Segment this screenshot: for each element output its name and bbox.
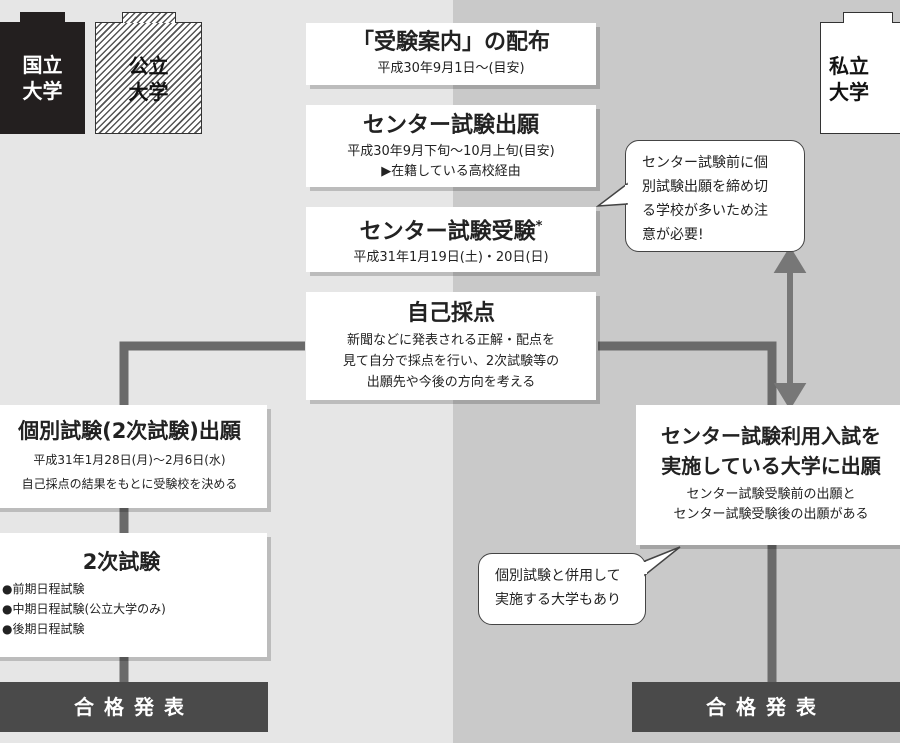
step-guide-distribution: 「受験案内」の配布 平成30年9月1日〜(目安) [306, 23, 596, 85]
step-self-scoring: 自己採点 新聞などに発表される正解・配点を 見て自分で採点を行い、2次試験等の … [306, 292, 596, 400]
result-announcement-right: 合格発表 [632, 682, 900, 732]
step-center-exam: センター試験受験* 平成31年1月19日(土)・20日(日) [306, 207, 596, 272]
double-arrow-head-down [773, 383, 807, 410]
step-second-exam: 2次試験 ●前期日程試験 ●中期日程試験(公立大学のみ) ●後期日程試験 [0, 533, 267, 657]
connector-left [119, 341, 305, 405]
connector-right [598, 341, 777, 405]
step-individual-apply: 個別試験(2次試験)出願 平成31年1月28日(月)〜2月6日(水) 自己採点の… [0, 405, 267, 508]
note-bubble-top: センター試験前に個 別試験出願を締め切 る学校が多いため注 意が必要! [625, 140, 805, 252]
note-bubble-bottom-tail [644, 546, 681, 577]
double-arrow-head-up [773, 246, 807, 273]
national-university-tag: 国立 大学 [0, 12, 85, 134]
private-university-tag: 私立 大学 [820, 12, 900, 134]
step-private-center-apply: センター試験利用入試を 実施している大学に出願 センター試験受験前の出願と セン… [636, 405, 900, 545]
note-bubble-top-tail [596, 182, 628, 207]
public-university-tag: 公立 大学 [95, 12, 202, 134]
note-bubble-bottom: 個別試験と併用して 実施する大学もあり [478, 553, 646, 625]
step-center-apply: センター試験出願 平成30年9月下旬〜10月上旬(目安) ▶在籍している高校経由 [306, 105, 596, 187]
result-announcement-left: 合格発表 [0, 682, 268, 732]
